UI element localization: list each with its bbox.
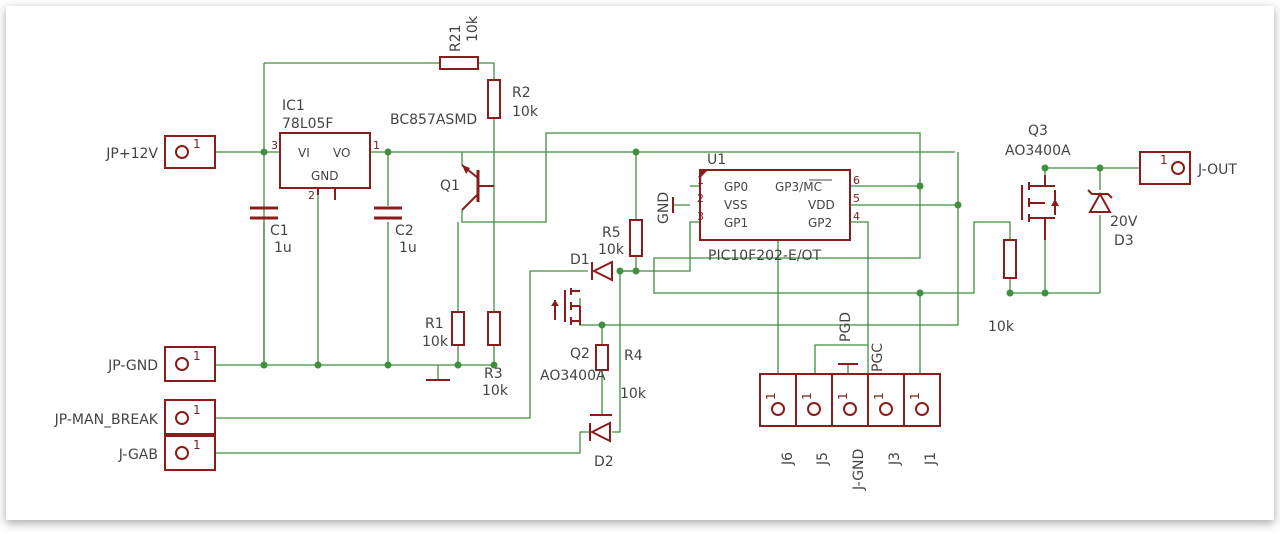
connector-jp-man-break: 1 JP-MAN_BREAK — [54, 399, 216, 435]
svg-text:BC857ASMD: BC857ASMD — [390, 112, 477, 128]
svg-text:D1: D1 — [570, 252, 590, 268]
svg-text:1: 1 — [193, 349, 201, 363]
svg-text:R3: R3 — [484, 366, 503, 382]
svg-text:VI: VI — [298, 146, 310, 160]
programming-header: 1 1 1 1 1 J6 J5 J-GND J3 J1 PGD PGC — [759, 312, 941, 491]
resistor-r2: R2 10k — [487, 79, 539, 120]
diode-d3-zener: 20V D3 — [1087, 189, 1138, 249]
svg-text:R2: R2 — [512, 85, 531, 101]
svg-text:PIC10F202-E/OT: PIC10F202-E/OT — [708, 248, 822, 264]
transistor-q2: Q2 AO3400A — [540, 288, 606, 384]
svg-text:R21: R21 — [448, 24, 464, 52]
resistor-q3-gate: 10k — [988, 239, 1017, 335]
svg-text:GND: GND — [311, 169, 339, 183]
svg-text:GP2: GP2 — [808, 216, 832, 230]
svg-text:1: 1 — [764, 392, 778, 400]
svg-text:IC1: IC1 — [282, 98, 305, 114]
svg-text:AO3400A: AO3400A — [540, 368, 606, 384]
connector-label: J-GAB — [118, 447, 158, 463]
svg-text:C2: C2 — [395, 223, 414, 239]
svg-text:Q2: Q2 — [570, 346, 590, 362]
svg-text:1: 1 — [1160, 153, 1168, 167]
capacitor-c1: C1 1u — [250, 206, 292, 256]
svg-text:J6: J6 — [780, 452, 796, 466]
svg-text:J-GND: J-GND — [851, 449, 867, 491]
transistor-q3: Q3 AO3400A — [1005, 123, 1071, 240]
svg-text:R1: R1 — [425, 316, 444, 332]
svg-text:VDD: VDD — [808, 198, 835, 212]
connector-j-out: 1 J-OUT — [1139, 151, 1237, 185]
svg-text:1: 1 — [836, 392, 850, 400]
svg-text:J3: J3 — [887, 452, 903, 466]
svg-text:20V: 20V — [1110, 214, 1138, 230]
svg-text:4: 4 — [853, 210, 860, 223]
svg-text:R4: R4 — [624, 348, 643, 364]
svg-text:R5: R5 — [602, 225, 621, 241]
svg-text:J-OUT: J-OUT — [1197, 162, 1237, 178]
svg-text:10k: 10k — [512, 104, 539, 120]
svg-text:Q1: Q1 — [440, 178, 460, 194]
svg-text:Q3: Q3 — [1028, 123, 1048, 139]
ic1-regulator: IC1 78L05F VI VO GND 3 1 2 — [271, 98, 380, 202]
svg-text:AO3400A: AO3400A — [1005, 143, 1071, 159]
connector-jp-gnd: 1 JP-GND — [107, 346, 216, 382]
pgd-net-label: PGD — [838, 312, 854, 342]
svg-text:VSS: VSS — [724, 198, 747, 212]
svg-text:GP1: GP1 — [724, 216, 748, 230]
svg-text:1: 1 — [193, 137, 201, 151]
svg-text:2: 2 — [697, 192, 704, 205]
resistor-r1: R1 10k — [422, 311, 465, 350]
resistor-r4: R4 10k — [595, 344, 647, 402]
svg-text:J1: J1 — [923, 452, 939, 466]
svg-text:1: 1 — [193, 438, 201, 452]
svg-text:GP3/MC: GP3/MC — [775, 180, 822, 194]
gnd-net-label: GND — [656, 192, 672, 224]
svg-text:1: 1 — [373, 139, 380, 152]
svg-text:3: 3 — [697, 210, 704, 223]
svg-text:1: 1 — [872, 392, 886, 400]
resistor-r5: R5 10k — [598, 219, 643, 258]
u1-microcontroller: U1 PIC10F202-E/OT GP0 VSS GP1 GP3/MC VDD… — [656, 152, 860, 264]
svg-text:6: 6 — [853, 174, 860, 187]
svg-text:U1: U1 — [707, 152, 726, 168]
schematic-sheet — [6, 6, 1274, 520]
connector-label: JP-GND — [107, 358, 158, 374]
svg-text:3: 3 — [271, 139, 278, 152]
wires — [215, 62, 1140, 454]
diode-d1: D1 — [570, 252, 613, 282]
svg-text:1: 1 — [908, 392, 922, 400]
connector-j-gab: 1 J-GAB — [118, 435, 216, 471]
svg-text:GP0: GP0 — [724, 180, 748, 194]
svg-text:2: 2 — [308, 189, 315, 202]
svg-text:D3: D3 — [1114, 233, 1134, 249]
svg-text:1u: 1u — [399, 240, 417, 256]
svg-text:10k: 10k — [598, 242, 625, 258]
diode-d2: D2 — [589, 414, 614, 470]
svg-text:10k: 10k — [482, 383, 509, 399]
svg-text:1u: 1u — [274, 240, 292, 256]
svg-text:J5: J5 — [815, 452, 831, 466]
svg-text:10k: 10k — [988, 319, 1015, 335]
svg-text:10k: 10k — [620, 386, 647, 402]
svg-text:1: 1 — [697, 174, 704, 187]
connector-jp-12v: 1 JP+12V — [105, 135, 216, 169]
capacitor-c2: C2 1u — [374, 206, 417, 256]
junctions — [260, 148, 1104, 369]
connector-label: JP-MAN_BREAK — [54, 412, 159, 428]
pgc-net-label: PGC — [870, 343, 886, 372]
svg-text:VO: VO — [333, 146, 350, 160]
svg-text:1: 1 — [193, 403, 201, 417]
resistor-r21: R21 10k — [439, 15, 481, 70]
svg-text:5: 5 — [853, 192, 860, 205]
svg-text:78L05F: 78L05F — [282, 116, 333, 132]
resistor-r3: R3 10k — [482, 311, 509, 399]
svg-text:1: 1 — [800, 392, 814, 400]
transistor-q1: BC857ASMD Q1 — [390, 112, 494, 211]
svg-text:D2: D2 — [594, 454, 614, 470]
connector-label: JP+12V — [105, 146, 158, 162]
svg-text:C1: C1 — [270, 223, 289, 239]
svg-text:10k: 10k — [422, 334, 449, 350]
svg-text:10k: 10k — [465, 15, 481, 42]
